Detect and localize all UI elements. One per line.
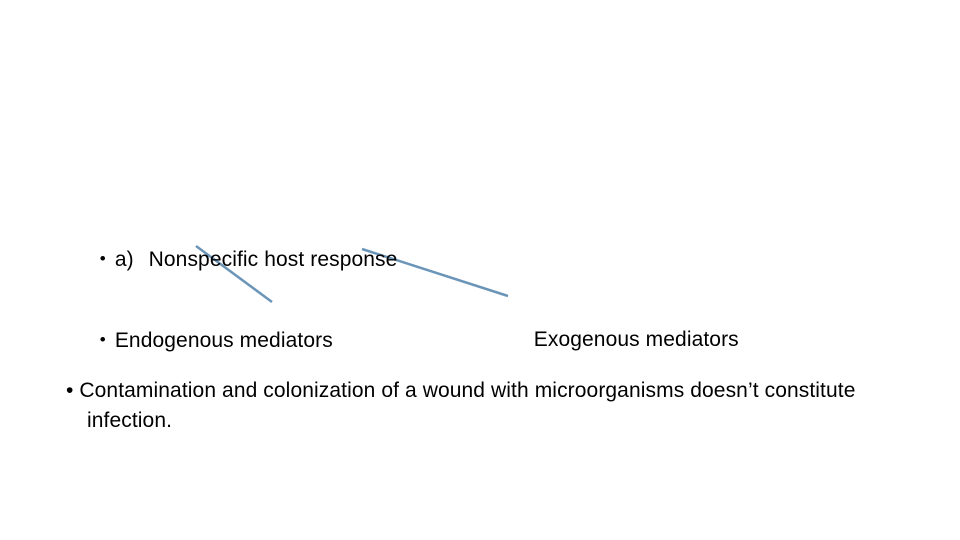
bullet-item-text: Nonspecific host response (148, 248, 398, 271)
text-item-exogenous-mediators: Exogenous mediators (510, 295, 739, 385)
bullet-marker: • (99, 249, 106, 268)
bullet-marker: • (99, 330, 106, 349)
list-label-a: a) (114, 248, 134, 271)
bullet-item-nonspecific-host-response: • a) Nonspecific host response (76, 214, 398, 305)
bullet-item-text: Endogenous mediators (114, 329, 333, 352)
text-item-label: Exogenous mediators (533, 328, 739, 351)
bullet-item-endogenous-mediators: • Endogenous mediators (76, 295, 333, 386)
bullet-item-contamination-colonization: • Contamination and colonization of a wo… (66, 376, 866, 436)
bullet-paragraph-text: • Contamination and colonization of a wo… (66, 379, 856, 432)
